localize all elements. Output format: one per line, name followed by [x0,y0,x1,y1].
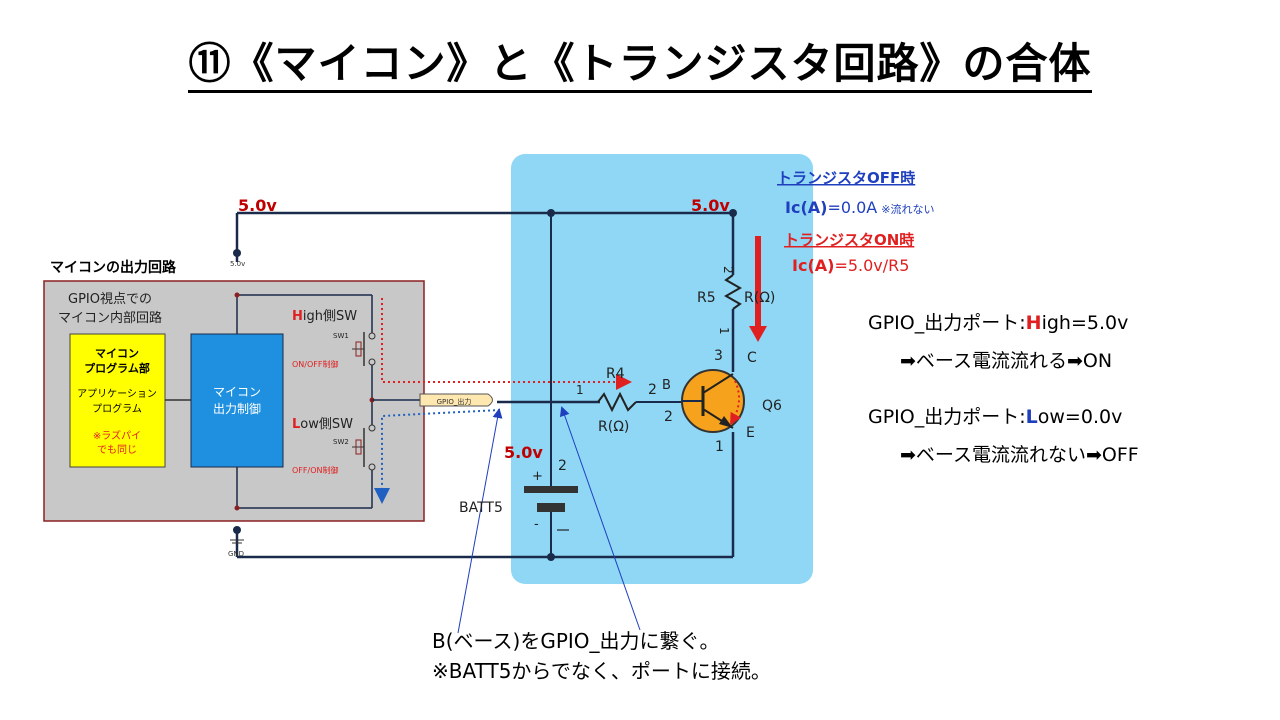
pin-b-label: B [662,378,671,393]
program-line5: ※ラズパイ [93,429,141,442]
program-line3: アプリケーション [77,388,157,400]
batt-minus: - [534,517,539,532]
high-sw-label: High側SW [292,309,357,324]
bottom-line1: B(ベース)をGPIO_出力に繋ぐ。 [432,629,720,653]
batt-name: BATT5 [459,500,503,516]
batt-pin2: 2 [558,458,567,474]
q6-label: Q6 [762,398,782,414]
transistor-circuit-highlight [511,154,813,584]
pin-e-label: E [746,425,755,441]
bottom-line2: ※BATT5からでなく、ポートに接続。 [432,659,771,683]
sw1-id: SW1 [333,332,349,340]
resistor-r4 [597,391,637,413]
battery-batt5 [524,486,578,512]
sw1-control: ON/OFF制御 [292,359,338,369]
gpio-port-label: GPIO_出力 [437,397,472,406]
r4-pin2: 2 [648,382,657,398]
r5-label: R5 [697,290,716,306]
program-line4: プログラム [92,402,142,415]
pin-b-number: 2 [664,409,673,425]
callout-arrow-base [559,406,641,631]
off-state-ic: Ic(A)=0.0A※流れない [785,198,934,217]
note-low-line: GPIO_出力ポート:Low=0.0v [868,406,1123,428]
program-line1: マイコン [95,347,139,360]
page-title: ⑪《マイコン》と《トランジスタ回路》の合体 [0,30,1280,93]
r5-pin2: 2 [721,266,735,274]
control-line1: マイコン [213,385,261,399]
pin-c-label: C [747,350,757,366]
gpio-view-line1: GPIO視点での [68,292,152,307]
gpio-view-line2: マイコン内部回路 [58,310,162,326]
gnd-label: GND [228,550,244,558]
gpio-output-port [419,393,493,407]
transistor-q6 [681,369,745,433]
r4-pin1: 1 [576,383,584,397]
sw2-control: OFF/ON制御 [292,465,338,475]
vcc-left-label: 5.0v [238,196,277,215]
program-line2: プログラム部 [84,361,150,375]
note-low-result: ➡ベース電流流れない➡OFF [900,444,1139,466]
resistor-r5 [723,274,743,310]
note-low: GPIO_出力ポート:Low=0.0v ➡ベース電流流れない➡OFF [868,402,1139,470]
sw2-id: SW2 [333,438,349,446]
note-high-line: GPIO_出力ポート:High=5.0v [868,312,1129,334]
control-line2: 出力制御 [213,401,261,416]
note-high: GPIO_出力ポート:High=5.0v ➡ベース電流流れる➡ON [868,308,1128,376]
mcu-section-label: マイコンの出力回路 [50,259,177,276]
batt-plus: + [532,469,543,484]
sw2-switch [352,424,376,471]
batt-voltage-label: 5.0v [504,443,543,462]
control-block [190,333,284,468]
low-sw-label: Low側SW [292,417,353,432]
off-state-title: トランジスタOFF時 [777,169,915,187]
on-state-ic: Ic(A)=5.0v/R5 [792,256,909,275]
pin-c-number: 3 [714,348,723,364]
pin-e-number: 1 [715,439,724,455]
bottom-explanation: B(ベース)をGPIO_出力に繋ぐ。 ※BATT5からでなく、ポートに接続。 [432,626,771,686]
program-line6: でも同じ [97,444,137,456]
vcc-small-label: 5.0v [230,260,245,268]
r4-label: R4 [606,366,625,382]
r5-unit: R(Ω) [744,290,775,306]
vcc-right-label: 5.0v [691,196,730,215]
r4-unit: R(Ω) [598,419,629,435]
callout-arrow-gpio [457,408,503,634]
r5-pin1: 1 [717,327,731,335]
on-state-title: トランジスタON時 [784,231,914,249]
note-high-result: ➡ベース電流流れる➡ON [900,350,1113,372]
sw1-switch [352,332,376,366]
